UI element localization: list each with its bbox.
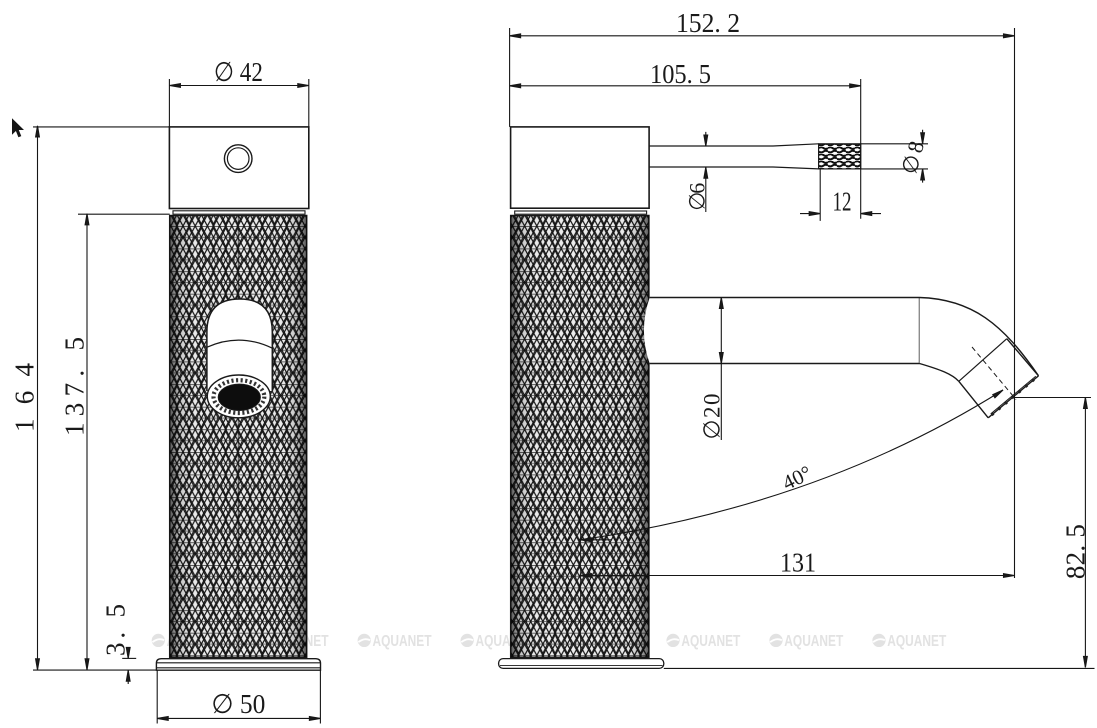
svg-text:152. 2: 152. 2 [676, 8, 740, 38]
svg-text:∅20: ∅20 [700, 394, 725, 440]
svg-text:164: 164 [10, 363, 40, 433]
svg-text:∅6: ∅6 [685, 183, 710, 211]
svg-text:105. 5: 105. 5 [650, 59, 711, 89]
svg-text:131: 131 [780, 548, 816, 578]
svg-text:12: 12 [833, 187, 852, 217]
svg-text:∅ 50: ∅ 50 [211, 689, 265, 719]
svg-text:∅ 42: ∅ 42 [214, 57, 263, 87]
svg-text:82. 5: 82. 5 [1060, 524, 1090, 579]
